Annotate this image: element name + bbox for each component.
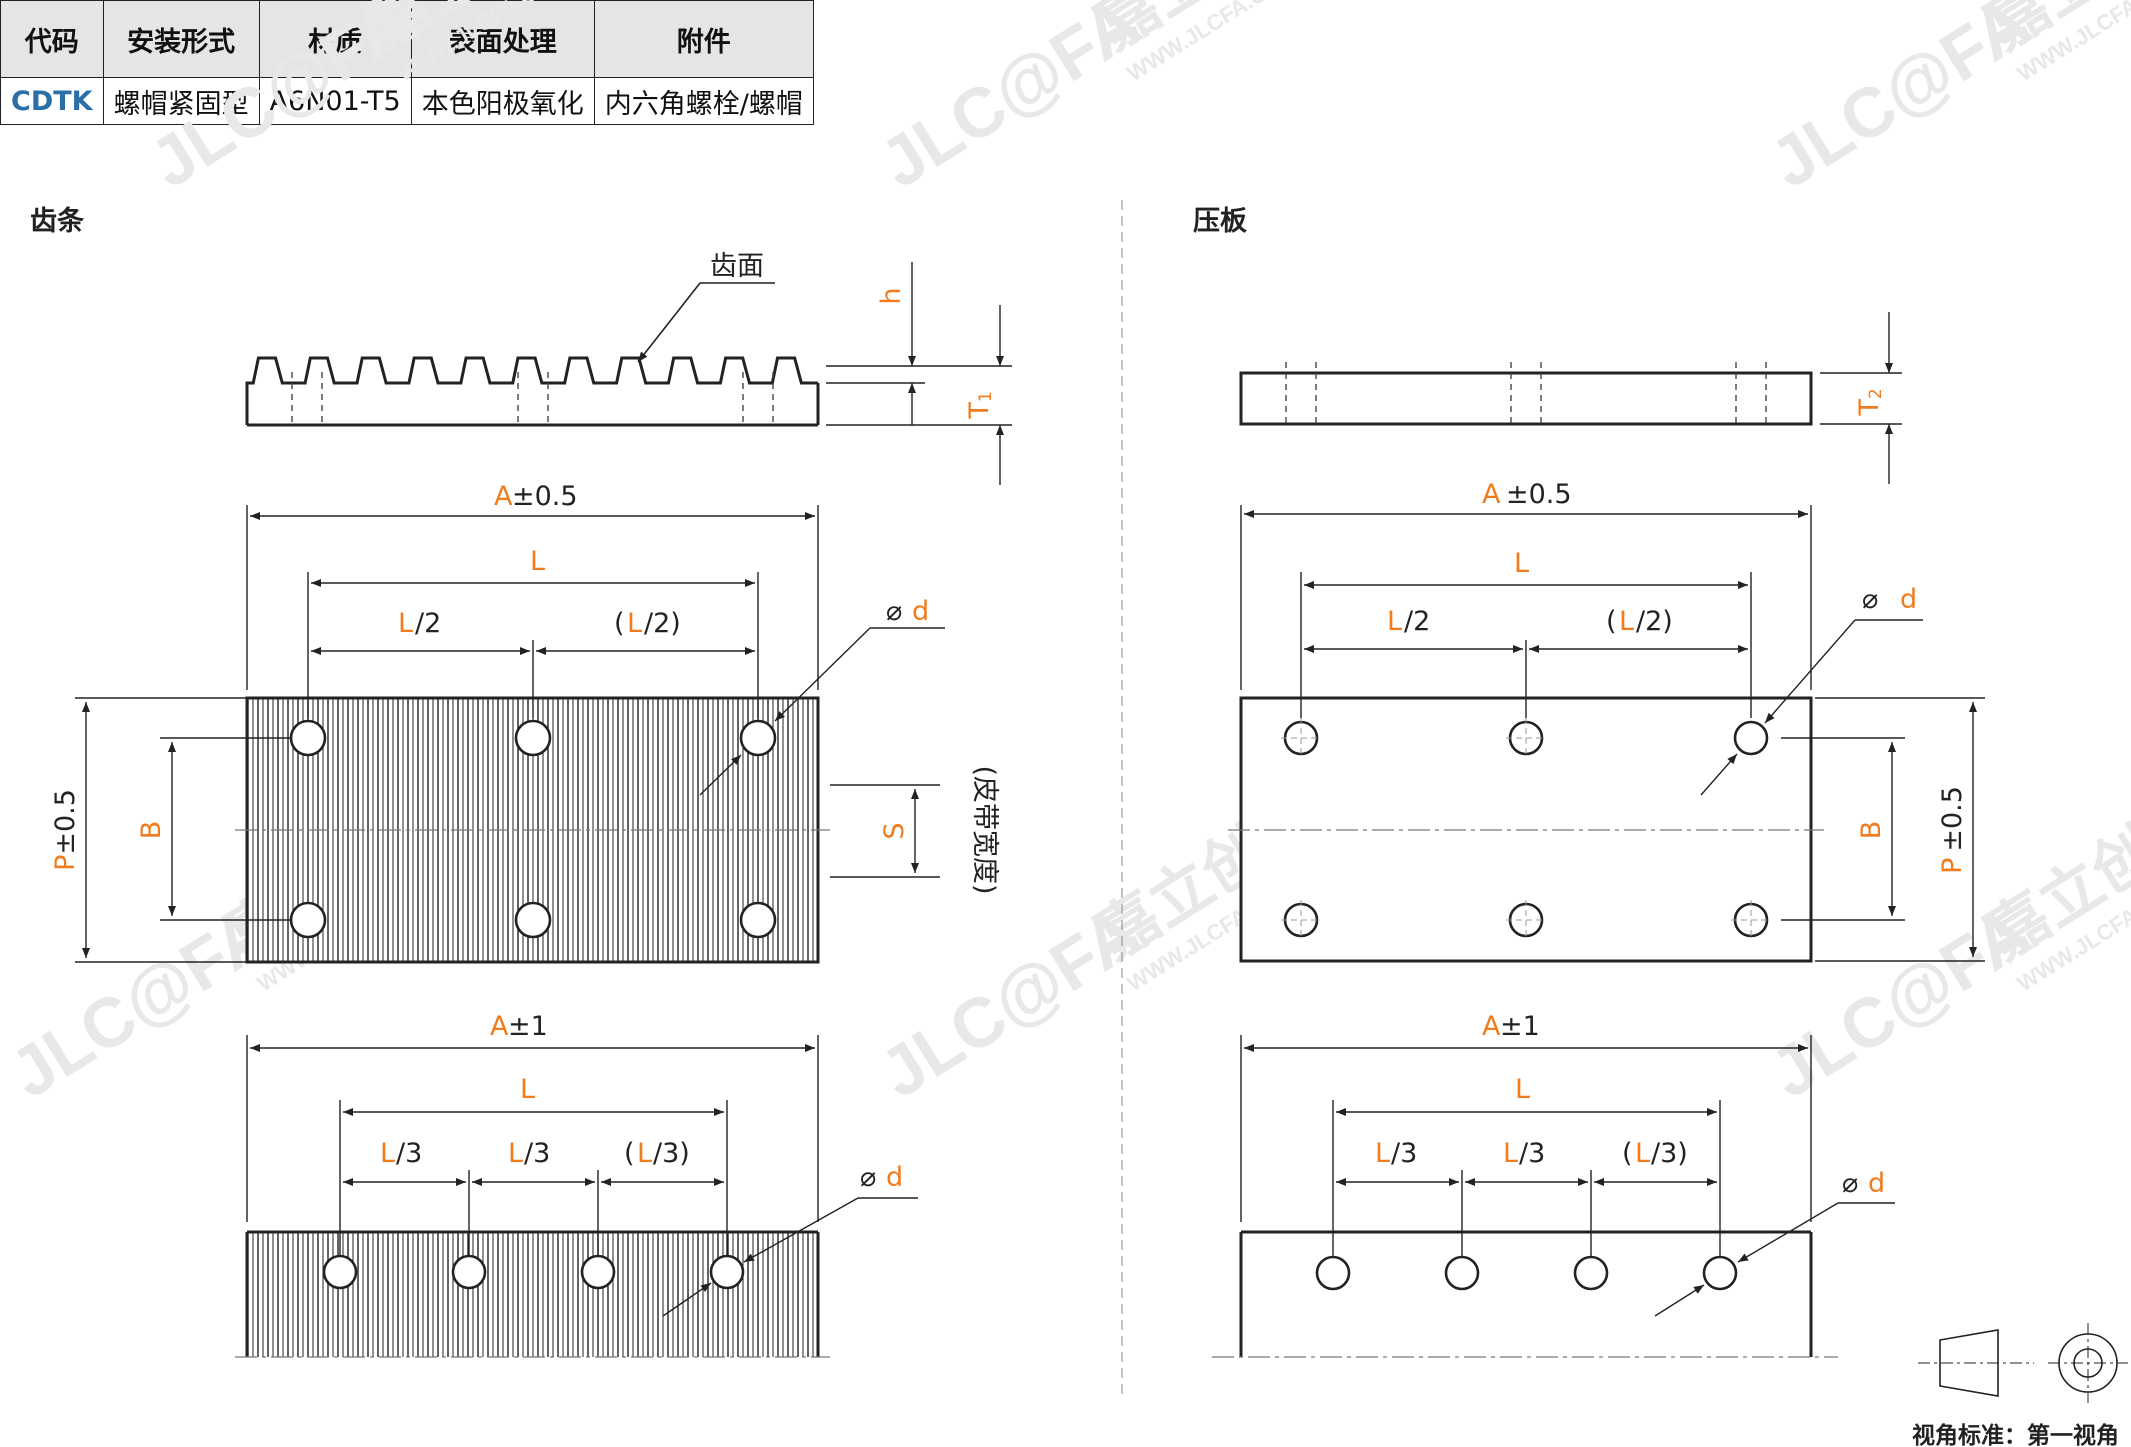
rack-holes bbox=[289, 719, 777, 939]
l-bot-dim: L bbox=[520, 1074, 535, 1105]
cell-code: CDTK bbox=[0, 77, 104, 125]
l2-dim-rest: /2 bbox=[1404, 606, 1430, 637]
t1-label: T1 bbox=[964, 391, 996, 419]
mounting-hole bbox=[1444, 1255, 1480, 1291]
mounting-hole bbox=[289, 719, 327, 757]
a-bot-tol: ±1 bbox=[1500, 1011, 1540, 1042]
l3-rest: /3 bbox=[1391, 1138, 1417, 1169]
header-code: 代码 bbox=[0, 0, 104, 78]
view-standard-label: 视角标准：第一视角 bbox=[1912, 1422, 2119, 1447]
mounting-hole bbox=[739, 719, 777, 757]
l3-rest: /3 bbox=[524, 1138, 550, 1169]
mounting-hole bbox=[1702, 1255, 1738, 1291]
cell-material: A6N01-T5 bbox=[258, 77, 412, 125]
rack-top-view bbox=[235, 696, 830, 964]
mounting-hole bbox=[514, 901, 552, 939]
rack-title: 齿条 bbox=[30, 206, 85, 237]
a-bot-tol: ±1 bbox=[508, 1011, 548, 1042]
l-bot-dim: L bbox=[1515, 1074, 1530, 1105]
l2b-dim-open: ( bbox=[614, 608, 625, 639]
dia-d: d bbox=[1868, 1168, 1885, 1199]
t2-label: T2 bbox=[1854, 388, 1886, 416]
cell-mount: 螺帽紧固型 bbox=[102, 77, 260, 125]
dia-d: d bbox=[1900, 584, 1917, 615]
header-surface: 表面处理 bbox=[410, 0, 595, 78]
b-dim: B bbox=[1856, 821, 1887, 840]
mounting-hole bbox=[322, 1254, 358, 1290]
a-dim-letter: A bbox=[1482, 479, 1501, 510]
cell-accessory: 内六角螺栓/螺帽 bbox=[593, 77, 814, 125]
l3b-open: ( bbox=[624, 1138, 635, 1169]
h-label: h bbox=[876, 287, 907, 304]
spec-table: 代码 安装形式 材质 表面处理 附件 CDTK 螺帽紧固型 A6N01-T5 本… bbox=[0, 0, 814, 125]
mounting-hole bbox=[289, 901, 327, 939]
l2-dim-letter: L bbox=[398, 608, 413, 639]
l3b-rest: /3) bbox=[653, 1138, 690, 1169]
belt-width-label: (皮带宽度) bbox=[969, 765, 1000, 894]
mounting-hole bbox=[709, 1254, 745, 1290]
l2b-dim-letter: L bbox=[627, 608, 642, 639]
a-bot-letter: A bbox=[1482, 1011, 1501, 1042]
dia-d: d bbox=[886, 1162, 903, 1193]
dia-symbol: ⌀ bbox=[1842, 1168, 1858, 1199]
l3b-letter: L bbox=[1635, 1138, 1650, 1169]
s-dim: S bbox=[879, 822, 910, 839]
l3-letter: L bbox=[508, 1138, 523, 1169]
l2b-dim-rest: /2) bbox=[1636, 606, 1673, 637]
rack-side-view bbox=[245, 356, 820, 427]
mounting-hole bbox=[514, 719, 552, 757]
dia-symbol: ⌀ bbox=[1862, 584, 1878, 615]
spec-header-row: 代码 安装形式 材质 表面处理 附件 bbox=[0, 0, 814, 78]
mounting-hole bbox=[1573, 1255, 1609, 1291]
a-dim-letter: A bbox=[494, 481, 513, 512]
spec-data-row: CDTK 螺帽紧固型 A6N01-T5 本色阳极氧化 内六角螺栓/螺帽 bbox=[0, 77, 814, 125]
mounting-hole bbox=[580, 1254, 616, 1290]
l2-dim-rest: /2 bbox=[415, 608, 441, 639]
l3-letter: L bbox=[1375, 1138, 1390, 1169]
b-dim: B bbox=[136, 821, 167, 840]
l2b-dim-letter: L bbox=[1619, 606, 1634, 637]
rack-front-view bbox=[235, 1230, 830, 1358]
mounting-hole bbox=[1733, 720, 1769, 756]
l3-letter: L bbox=[380, 1138, 395, 1169]
projection-symbol-icon bbox=[1918, 1323, 2128, 1403]
p-dim-label: P±0.5 bbox=[50, 789, 81, 871]
plate-front-view bbox=[1212, 1230, 1838, 1358]
mounting-hole bbox=[451, 1254, 487, 1290]
l2b-dim-rest: /2) bbox=[644, 608, 681, 639]
dia-symbol: ⌀ bbox=[886, 596, 902, 627]
cell-surface: 本色阳极氧化 bbox=[410, 77, 595, 125]
header-accessory: 附件 bbox=[593, 0, 814, 78]
l3b-letter: L bbox=[637, 1138, 652, 1169]
l3-rest: /3 bbox=[396, 1138, 422, 1169]
plate-title: 压板 bbox=[1193, 206, 1247, 237]
mounting-hole bbox=[739, 901, 777, 939]
a-bot-letter: A bbox=[490, 1011, 509, 1042]
l3-letter: L bbox=[1503, 1138, 1518, 1169]
l3-rest: /3 bbox=[1519, 1138, 1545, 1169]
l-dim: L bbox=[530, 546, 545, 577]
l2b-dim-open: ( bbox=[1606, 606, 1617, 637]
tooth-face-label: 齿面 bbox=[710, 251, 764, 282]
a-dim-tol: ±0.5 bbox=[512, 481, 578, 512]
p-dim-label: P±0.5 bbox=[1937, 786, 1968, 874]
l3b-open: ( bbox=[1622, 1138, 1633, 1169]
a-dim-tol: ±0.5 bbox=[1506, 479, 1572, 510]
dia-d: d bbox=[912, 596, 929, 627]
mounting-hole bbox=[1315, 1255, 1351, 1291]
l3b-rest: /3) bbox=[1651, 1138, 1688, 1169]
l-dim: L bbox=[1514, 548, 1529, 579]
dia-symbol: ⌀ bbox=[860, 1162, 876, 1193]
plate-side-view bbox=[1239, 362, 1813, 426]
l2-dim-letter: L bbox=[1387, 606, 1402, 637]
plate-top-view bbox=[1228, 696, 1824, 963]
